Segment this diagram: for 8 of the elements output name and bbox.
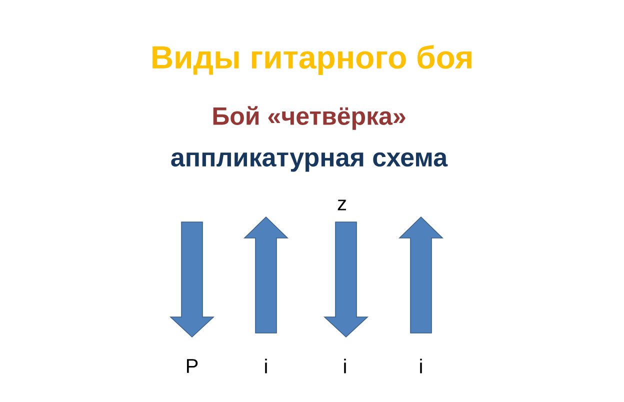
letter-label: i bbox=[420, 358, 422, 374]
stroke-label: z bbox=[338, 200, 346, 210]
title: Виды гитарного боя bbox=[152, 44, 472, 76]
letter-label: i bbox=[344, 358, 346, 374]
letter-label: P bbox=[186, 359, 198, 373]
letter-label: i bbox=[265, 358, 267, 374]
subheading: аппликатурная схема bbox=[171, 152, 448, 172]
subtitle: Бой «четвёрка» bbox=[213, 106, 406, 130]
